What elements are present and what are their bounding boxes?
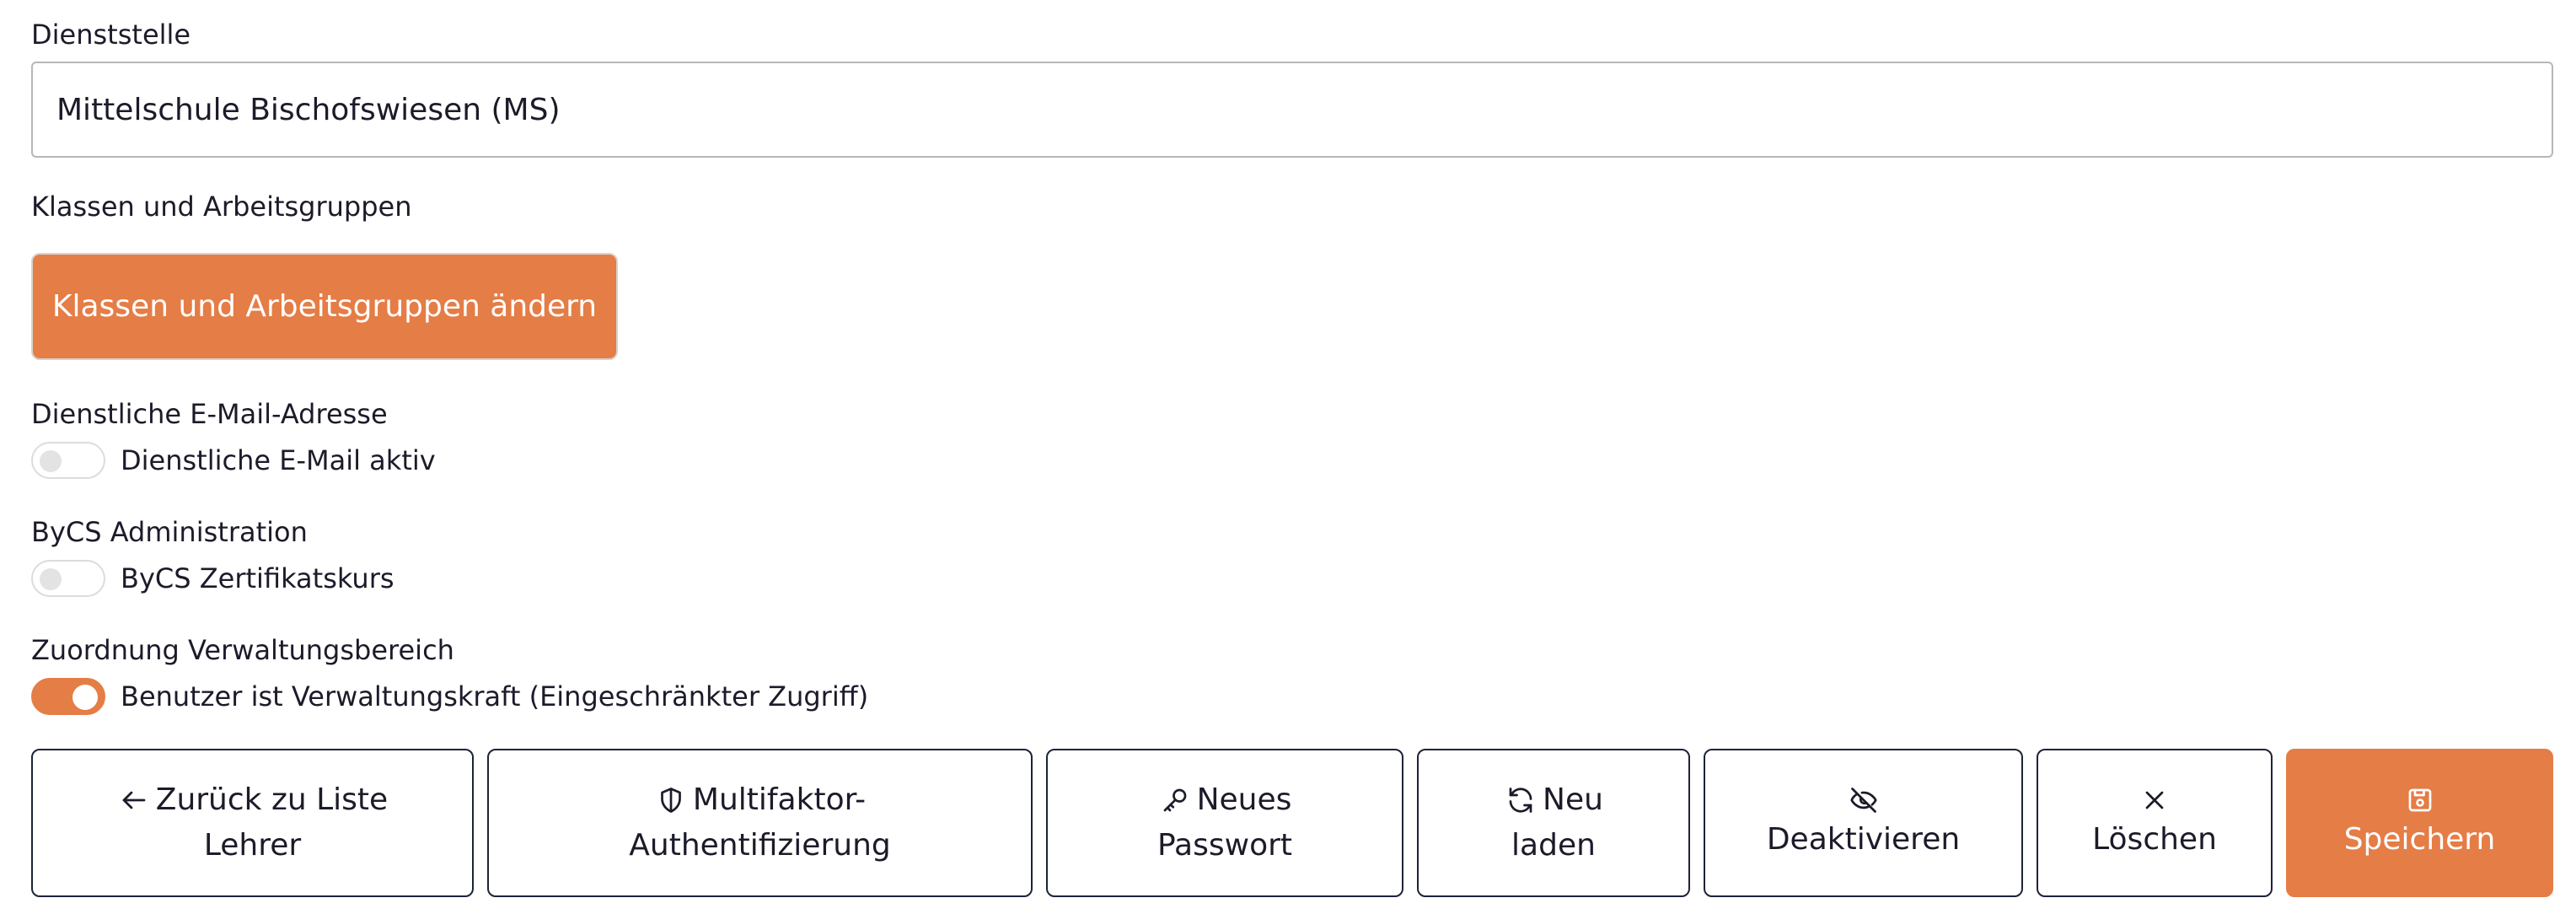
shield-icon <box>654 783 688 817</box>
refresh-icon <box>1504 783 1538 817</box>
save-button[interactable]: Speichern <box>2286 749 2553 897</box>
toggle-knob <box>72 685 98 710</box>
toggle-knob <box>40 568 62 590</box>
close-icon <box>2138 783 2171 817</box>
change-classes-button-label: Klassen und Arbeitsgruppen ändern <box>51 289 598 324</box>
klassen-label: Klassen und Arbeitsgruppen <box>31 191 412 223</box>
bycs-certificate-toggle[interactable] <box>31 560 105 597</box>
verwaltungskraft-label: Benutzer ist Verwaltungskraft (Eingeschr… <box>121 680 869 712</box>
delete-button[interactable]: Löschen <box>2037 749 2273 897</box>
dienststelle-field[interactable]: Mittelschule Bischofswiesen (MS) <box>31 62 2553 158</box>
key-icon <box>1158 783 1192 817</box>
mfa-button-line1: Multifaktor- <box>692 782 867 817</box>
deactivate-button[interactable]: Deaktivieren <box>1704 749 2023 897</box>
back-button-line2: Lehrer <box>203 828 302 863</box>
reload-button[interactable]: Neu laden <box>1417 749 1690 897</box>
email-toggle-row: Dienstliche E-Mail aktiv <box>31 441 436 480</box>
new-password-line1: Neues <box>1196 782 1292 817</box>
verwaltung-section-label: Zuordnung Verwaltungsbereich <box>31 634 454 666</box>
delete-label: Löschen <box>2092 822 2217 857</box>
back-button-line1: Zurück zu Liste <box>155 782 389 817</box>
verwaltungskraft-toggle[interactable] <box>31 678 105 715</box>
dienststelle-value: Mittelschule Bischofswiesen (MS) <box>56 92 561 127</box>
eye-off-icon <box>1847 783 1881 817</box>
email-section-label: Dienstliche E-Mail-Adresse <box>31 398 388 430</box>
new-password-button[interactable]: Neues Passwort <box>1046 749 1403 897</box>
mfa-button[interactable]: Multifaktor- Authentifizierung <box>487 749 1033 897</box>
mfa-button-line2: Authentifizierung <box>629 828 891 863</box>
deactivate-label: Deaktivieren <box>1766 822 1961 857</box>
change-classes-button[interactable]: Klassen und Arbeitsgruppen ändern <box>31 253 618 360</box>
bycs-certificate-label: ByCS Zertifikatskurs <box>121 562 394 594</box>
action-bar: Zurück zu Liste Lehrer Multifaktor- Auth… <box>0 749 2576 897</box>
toggle-knob <box>40 450 62 472</box>
reload-line1: Neu <box>1543 782 1603 817</box>
bycs-section-label: ByCS Administration <box>31 516 308 548</box>
reload-line2: laden <box>1511 828 1596 863</box>
verwaltung-toggle-row: Benutzer ist Verwaltungskraft (Eingeschr… <box>31 677 868 716</box>
new-password-line2: Passwort <box>1157 828 1293 863</box>
bycs-toggle-row: ByCS Zertifikatskurs <box>31 559 394 598</box>
save-icon <box>2403 783 2437 817</box>
email-active-label: Dienstliche E-Mail aktiv <box>121 444 436 476</box>
arrow-left-icon <box>117 783 151 817</box>
dienststelle-label: Dienststelle <box>31 19 191 51</box>
back-to-list-button[interactable]: Zurück zu Liste Lehrer <box>31 749 474 897</box>
save-label: Speichern <box>2343 822 2496 857</box>
email-active-toggle[interactable] <box>31 442 105 479</box>
